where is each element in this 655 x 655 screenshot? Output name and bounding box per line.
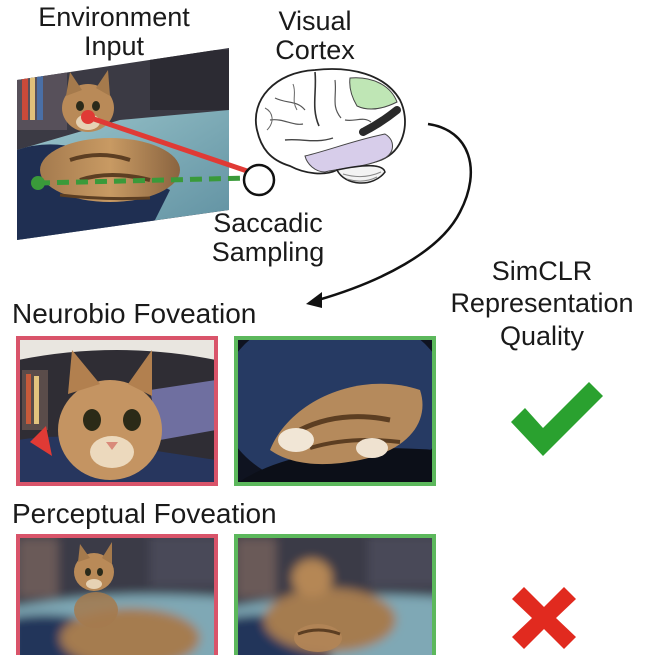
cross-icon bbox=[512, 587, 576, 649]
environment-input-title-line2: Input bbox=[83, 31, 145, 61]
brain-illustration bbox=[254, 68, 406, 184]
perceptual-green-frame bbox=[234, 534, 436, 655]
simclr-title-line1: SimCLR bbox=[491, 256, 593, 286]
simclr-title-line3: Quality bbox=[499, 320, 585, 351]
neurobio-foveation-title: Neurobio Foveation bbox=[12, 298, 257, 329]
perceptual-sample-red bbox=[18, 536, 216, 655]
saccadic-sampling-title: Saccadic Sampling bbox=[198, 210, 338, 266]
environment-input-image bbox=[17, 48, 276, 240]
visual-cortex-title-line1: Visual bbox=[278, 6, 352, 36]
neurobio-foveation-images bbox=[16, 336, 436, 486]
neurobio-red-frame bbox=[16, 336, 218, 486]
perceptual-foveation-title: Perceptual Foveation bbox=[12, 498, 277, 529]
saccade-line-red bbox=[87, 114, 251, 175]
visual-cortex-title-line2: Cortex bbox=[275, 35, 355, 65]
fixation-point-green bbox=[31, 176, 45, 190]
saccadic-sampling-title-line1: Saccadic bbox=[213, 208, 323, 238]
check-icon bbox=[511, 382, 603, 456]
saccade-line-green bbox=[37, 175, 251, 186]
neurobio-sample-green bbox=[236, 338, 434, 484]
fixation-point-red bbox=[81, 110, 95, 124]
simclr-quality-title: SimCLR Representation Quality bbox=[432, 255, 652, 352]
processing-arrow bbox=[306, 122, 473, 308]
sampling-circle bbox=[242, 163, 276, 197]
visual-cortex-title: Visual Cortex bbox=[255, 8, 375, 64]
saccadic-sampling-title-line2: Sampling bbox=[211, 237, 325, 267]
perceptual-red-frame bbox=[16, 534, 218, 655]
environment-input-title: Environment Input bbox=[14, 4, 214, 60]
neurobio-sample-red bbox=[18, 338, 216, 484]
environment-input-title-line1: Environment bbox=[38, 2, 190, 32]
perceptual-foveation-images bbox=[16, 534, 436, 655]
simclr-title-line2: Representation bbox=[450, 288, 634, 319]
neurobio-green-frame bbox=[234, 336, 436, 486]
perceptual-sample-green bbox=[236, 536, 434, 655]
